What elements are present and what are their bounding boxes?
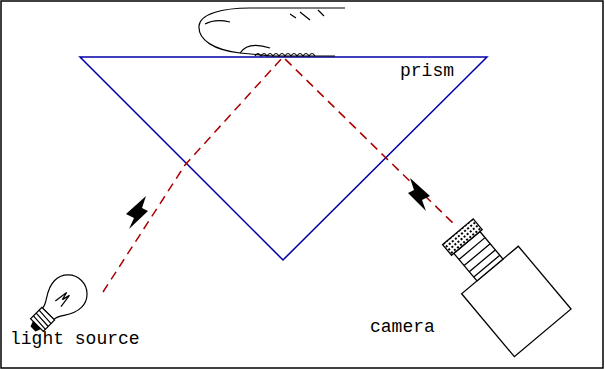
light-ray (103, 57, 456, 292)
ray-arrowhead (126, 196, 148, 229)
camera (430, 208, 572, 357)
finger (199, 8, 345, 56)
part-label: light source (10, 330, 140, 348)
ray-arrowhead (408, 178, 430, 211)
part-label: prism (400, 62, 454, 80)
part-label: camera (370, 318, 435, 336)
prism-outline (80, 57, 487, 260)
